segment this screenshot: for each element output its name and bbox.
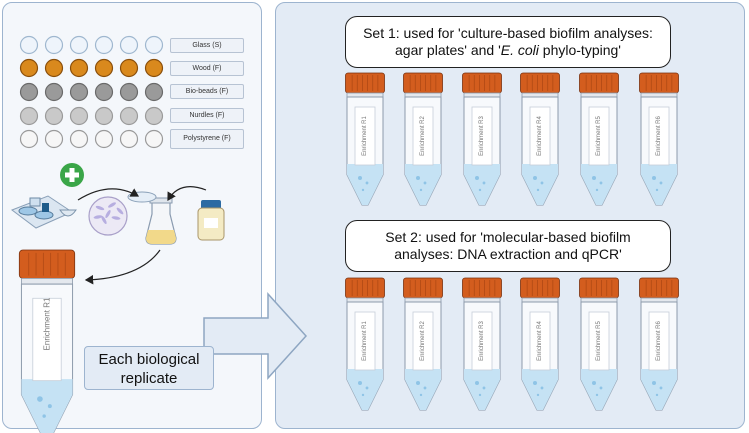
material-label-polystyrene: Polystyrene (F)	[170, 129, 244, 149]
set1-tube-label-r1: Enrichment R1	[362, 116, 368, 156]
petri-dishes-icon	[10, 195, 74, 229]
material-dot-1-3	[69, 35, 89, 55]
material-dot-4-1	[19, 106, 39, 126]
material-dot-2-2	[44, 58, 64, 78]
set2-tube-label-r3: Enrichment R3	[479, 321, 485, 361]
set1-line2: agar plates' and 'E. coli phylo-typing'	[395, 42, 621, 58]
material-dot-4-2	[44, 106, 64, 126]
material-dot-2-3	[69, 58, 89, 78]
set2-tube-label-r1: Enrichment R1	[362, 321, 368, 361]
material-dot-3-4	[94, 82, 114, 102]
set1-line1: Set 1: used for 'culture-based biofilm a…	[363, 25, 653, 41]
set1-tube-label-r6: Enrichment R6	[656, 116, 662, 156]
flask-icon	[145, 197, 177, 245]
set1-tube-r6	[639, 72, 679, 206]
left-tube-label: Enrichment R1	[42, 297, 52, 351]
set2-tube-label-r5: Enrichment R5	[596, 321, 602, 361]
material-dot-2-1	[19, 58, 39, 78]
set2-line1: Set 2: used for 'molecular-based biofilm	[385, 229, 631, 245]
set1-tube-label-r3: Enrichment R3	[479, 116, 485, 156]
bacterium-6	[116, 207, 124, 215]
set2-tube-r4	[520, 277, 560, 411]
set2-line2: analyses: DNA extraction and qPCR'	[394, 246, 622, 262]
material-dot-2-5	[119, 58, 139, 78]
material-dot-3-6	[144, 82, 164, 102]
set2-tube-r3	[462, 277, 502, 411]
set2-tube-label-r4: Enrichment R4	[537, 321, 543, 361]
plus-icon	[60, 163, 84, 187]
material-dot-5-5	[119, 129, 139, 149]
bacterium-3	[101, 216, 107, 224]
bacteria-icon	[88, 196, 128, 236]
bacterium-1	[95, 205, 105, 211]
replicate-caption: Each biological replicate	[84, 346, 214, 390]
material-label-biobeads: Bio-beads (F)	[170, 84, 244, 99]
left-enrichment-tube	[18, 249, 76, 433]
set2-tube-label-r6: Enrichment R6	[656, 321, 662, 361]
caption-line1: Each biological	[98, 351, 200, 368]
material-dot-1-1	[19, 35, 39, 55]
material-dot-1-6	[144, 35, 164, 55]
material-label-nurdles: Nurdles (F)	[170, 108, 244, 123]
material-dot-1-5	[119, 35, 139, 55]
media-bottle-icon	[197, 200, 225, 241]
material-dot-1-4	[94, 35, 114, 55]
material-dot-5-3	[69, 129, 89, 149]
set1-tube-r3	[462, 72, 502, 206]
bacterium-2	[108, 202, 116, 208]
material-dot-5-1	[19, 129, 39, 149]
set2-tube-r2	[403, 277, 443, 411]
set1-tube-label-r2: Enrichment R2	[420, 116, 426, 156]
arrow-bottle-to-flask	[167, 186, 207, 202]
material-dot-4-3	[69, 106, 89, 126]
material-dot-2-4	[94, 58, 114, 78]
material-dot-5-6	[144, 129, 164, 149]
material-dot-4-5	[119, 106, 139, 126]
material-dot-3-2	[44, 82, 64, 102]
material-dot-4-6	[144, 106, 164, 126]
bacterium-5	[105, 210, 111, 218]
set1-tube-r2	[403, 72, 443, 206]
material-dot-5-2	[44, 129, 64, 149]
transfer-arrow	[203, 292, 308, 380]
beaker-icon	[59, 209, 77, 217]
material-dot-3-5	[119, 82, 139, 102]
set1-description: Set 1: used for 'culture-based biofilm a…	[345, 16, 671, 68]
arrow-bacteria-to-flask	[77, 188, 140, 201]
material-dot-3-3	[69, 82, 89, 102]
material-dot-1-2	[44, 35, 64, 55]
set1-tube-label-r5: Enrichment R5	[596, 116, 602, 156]
arrow-flask-to-tube	[84, 249, 161, 285]
set2-tube-r6	[639, 277, 679, 411]
bacterium-7	[93, 215, 103, 219]
material-label-wood: Wood (F)	[170, 61, 244, 76]
material-label-glass: Glass (S)	[170, 38, 244, 53]
set2-description: Set 2: used for 'molecular-based biofilm…	[345, 220, 671, 272]
material-dot-3-1	[19, 82, 39, 102]
set1-tube-r5	[579, 72, 619, 206]
set1-tube-r4	[520, 72, 560, 206]
caption-line2: replicate	[120, 370, 178, 387]
set1-tube-r1	[345, 72, 385, 206]
set2-tube-r1	[345, 277, 385, 411]
set2-tube-label-r2: Enrichment R2	[420, 321, 426, 361]
set1-tube-label-r4: Enrichment R4	[537, 116, 543, 156]
set2-tube-r5	[579, 277, 619, 411]
material-dot-2-6	[144, 58, 164, 78]
bacterium-4	[111, 216, 121, 220]
material-dot-5-4	[94, 129, 114, 149]
material-dot-4-4	[94, 106, 114, 126]
